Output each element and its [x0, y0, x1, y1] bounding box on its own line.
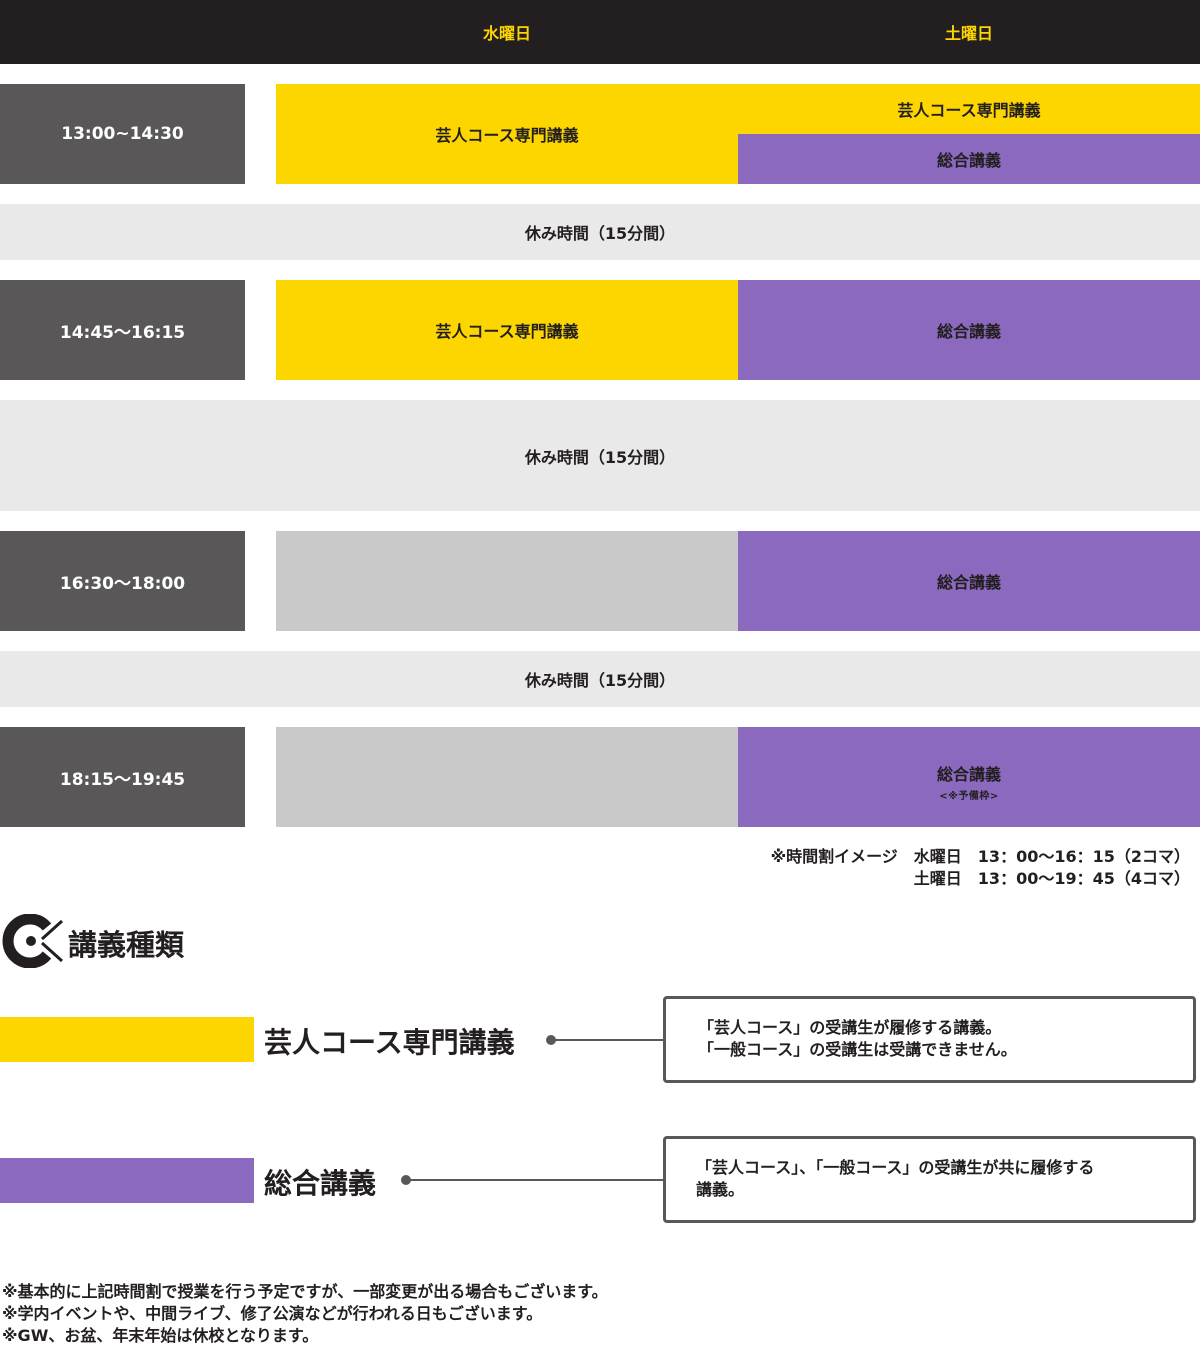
time-slot-2: 14:45〜16:15 [0, 280, 245, 380]
slot2-wednesday-lecture: 芸人コース専門講義 [276, 280, 738, 380]
footnote-2: ※学内イベントや、中間ライブ、修了公演などが行われる日もございます。 [2, 1304, 543, 1323]
slot4-saturday-lecture: 総合講義 [936, 764, 1001, 784]
description-line: 「芸人コース」の受講生が履修する講義。 [698, 1018, 1002, 1037]
time-slot-4: 18:15〜19:45 [0, 727, 245, 827]
time-slot-3: 16:30〜18:00 [0, 531, 245, 631]
connector-line [406, 1179, 677, 1181]
footnote-1: ※基本的に上記時間割で授業を行う予定ですが、一部変更が出る場合もございます。 [2, 1282, 608, 1301]
break-row-2: 休み時間（15分間） [0, 400, 1200, 511]
timetable-note-line-1: ※時間割イメージ 水曜日 13：00〜16：15（2コマ） [770, 847, 1190, 866]
legend-swatch-purple [0, 1158, 254, 1203]
description-line: 「一般コース」の受講生は受講できません。 [698, 1040, 1017, 1059]
slot1-wednesday-lecture: 芸人コース専門講義 [276, 84, 738, 184]
connector-line [551, 1039, 677, 1041]
time-slot-1: 13:00~14:30 [0, 84, 245, 184]
break-row-3: 休み時間（15分間） [0, 651, 1200, 707]
timetable-note-line-2: 土曜日 13：00〜19：45（4コマ） [913, 869, 1190, 888]
legend-description-sogo: 「芸人コース」、「一般コース」の受講生が共に履修する 講義。 [663, 1136, 1196, 1223]
header-saturday: 土曜日 [944, 24, 993, 43]
slot4-wednesday-empty [276, 727, 738, 827]
break-row-1: 休み時間（15分間） [0, 204, 1200, 260]
legend-title-geinin: 芸人コース専門講義 [264, 1026, 515, 1059]
slot4-saturday-cell: 総合講義 <※予備枠> [738, 727, 1200, 827]
slot2-saturday-lecture: 総合講義 [738, 280, 1200, 380]
footnote-3: ※GW、お盆、年末年始は休校となります。 [2, 1326, 319, 1345]
slot1-saturday-bottom-lecture: 総合講義 [738, 134, 1200, 184]
section-title: 講義種類 [68, 928, 185, 962]
slot4-reserve-note: <※予備枠> [939, 790, 999, 802]
slot3-wednesday-empty [276, 531, 738, 631]
legend-swatch-yellow [0, 1017, 254, 1062]
description-line: 「芸人コース」、「一般コース」の受講生が共に履修する [696, 1158, 1095, 1177]
description-line: 講義。 [696, 1180, 745, 1199]
slot1-saturday-top-lecture: 芸人コース専門講義 [738, 84, 1200, 134]
slot3-saturday-lecture: 総合講義 [738, 531, 1200, 631]
legend-title-sogo: 総合講義 [264, 1167, 377, 1200]
brand-logo-icon [2, 913, 64, 969]
legend-description-geinin: 「芸人コース」の受講生が履修する講義。 「一般コース」の受講生は受講できません。 [663, 996, 1196, 1083]
timetable-header [0, 0, 1200, 64]
header-wednesday: 水曜日 [482, 24, 531, 43]
